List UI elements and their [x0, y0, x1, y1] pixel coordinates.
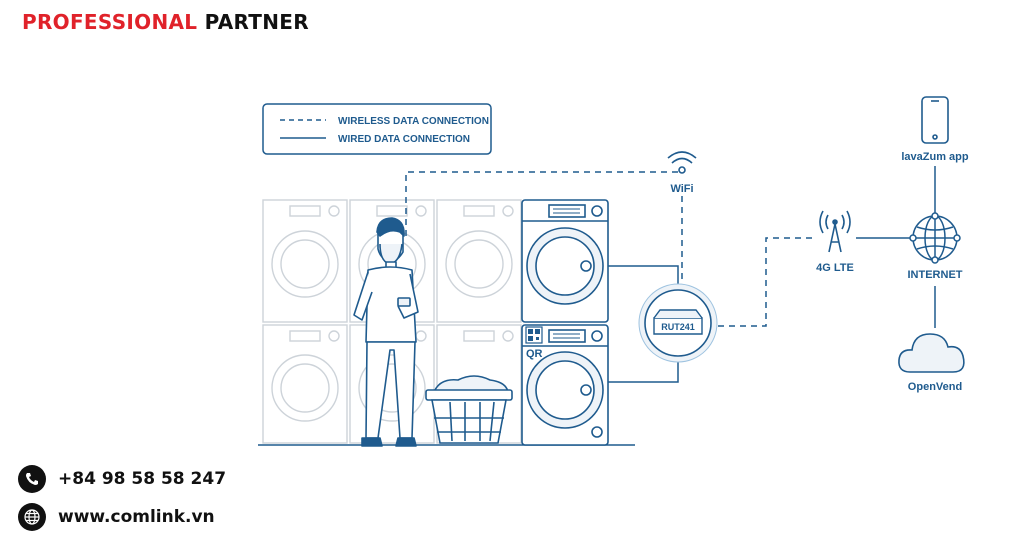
- cloud-label: OpenVend: [908, 381, 962, 393]
- website-link[interactable]: www.comlink.vn: [58, 507, 215, 527]
- legend-wireless-label: WIRELESS DATA CONNECTION: [338, 116, 489, 127]
- router-node: RUT241: [638, 283, 718, 363]
- internet-label: INTERNET: [908, 269, 963, 281]
- smartphone-icon: [921, 96, 949, 144]
- contact-website: www.comlink.vn: [18, 503, 215, 531]
- router-label: RUT241: [661, 322, 695, 332]
- washer-bottom: [521, 324, 609, 446]
- laundry-basket: [425, 375, 513, 444]
- wireless-link-lte: [718, 237, 814, 327]
- qr-label: QR: [526, 348, 543, 360]
- brand-title: PROFESSIONAL PARTNER: [22, 10, 309, 34]
- wifi-label: WiFi: [670, 183, 693, 195]
- legend: WIRELESS DATA CONNECTION WIRED DATA CONN…: [262, 103, 492, 155]
- qr-code-icon: [525, 326, 543, 344]
- person-figure: [353, 217, 419, 447]
- brand-title-part2: PARTNER: [204, 10, 309, 34]
- faded-washers: [262, 199, 522, 444]
- phone-number[interactable]: +84 98 58 58 247: [58, 469, 227, 489]
- globe-icon: [18, 503, 46, 531]
- wired-link-bottom: [608, 360, 679, 383]
- globe-network-icon: [909, 212, 961, 264]
- faded-washer: [262, 199, 348, 323]
- brand-title-part1: PROFESSIONAL: [22, 10, 198, 34]
- lte-label: 4G LTE: [816, 262, 854, 274]
- wireless-link-person: [405, 171, 682, 236]
- faded-washer: [262, 324, 348, 444]
- wired-link-top: [608, 265, 679, 286]
- contact-phone: +84 98 58 58 247: [18, 465, 226, 493]
- faded-washer: [349, 324, 435, 444]
- cloud-icon: [898, 333, 965, 373]
- legend-wired-label: WIRED DATA CONNECTION: [338, 134, 470, 145]
- app-label: lavaZum app: [901, 151, 969, 163]
- faded-washer: [436, 199, 522, 323]
- wifi-icon: [667, 151, 697, 174]
- phone-icon: [18, 465, 46, 493]
- washer-top: [521, 199, 609, 323]
- cell-tower-icon: [819, 210, 851, 253]
